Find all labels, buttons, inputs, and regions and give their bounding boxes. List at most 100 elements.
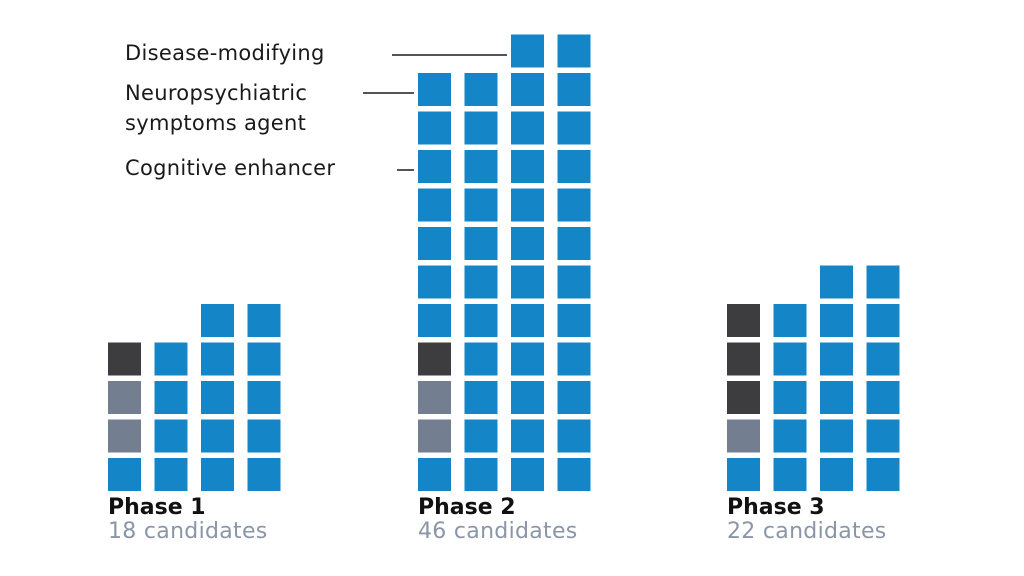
unit-square-disease-modifying xyxy=(866,419,900,453)
unit-square-disease-modifying xyxy=(247,342,281,376)
unit-square-disease-modifying xyxy=(557,188,591,222)
unit-square-disease-modifying xyxy=(773,381,807,414)
unit-square-disease-modifying xyxy=(464,458,498,491)
unit-square-disease-modifying xyxy=(464,111,498,145)
unit-square-disease-modifying xyxy=(820,304,853,337)
unit-square-disease-modifying xyxy=(727,458,760,491)
phase-2-title: Phase 2 xyxy=(418,495,516,520)
unit-square-disease-modifying xyxy=(511,419,544,453)
unit-square-disease-modifying xyxy=(464,419,498,453)
unit-square-disease-modifying xyxy=(154,381,188,414)
unit-square-disease-modifying xyxy=(201,419,234,453)
unit-square-disease-modifying xyxy=(464,265,498,299)
unit-square-disease-modifying xyxy=(418,265,451,299)
unit-square-disease-modifying xyxy=(511,381,544,414)
legend-label-disease-modifying: Disease-modifying xyxy=(125,41,325,65)
unit-square-disease-modifying xyxy=(773,458,807,491)
unit-square-disease-modifying xyxy=(511,34,544,68)
unit-square-disease-modifying xyxy=(773,419,807,453)
unit-square-disease-modifying xyxy=(201,381,234,414)
unit-square-neuropsychiatric xyxy=(108,342,141,376)
unit-square-disease-modifying xyxy=(418,227,451,260)
unit-square-disease-modifying xyxy=(464,150,498,183)
unit-square-disease-modifying xyxy=(557,458,591,491)
unit-square-neuropsychiatric xyxy=(727,342,760,376)
unit-square-disease-modifying xyxy=(201,342,234,376)
unit-square-disease-modifying xyxy=(866,265,900,299)
unit-square-disease-modifying xyxy=(154,458,188,491)
unit-square-disease-modifying xyxy=(418,304,451,337)
unit-square-disease-modifying xyxy=(557,150,591,183)
unit-square-cognitive-enhancer xyxy=(108,419,141,453)
unit-square-disease-modifying xyxy=(464,188,498,222)
unit-square-disease-modifying xyxy=(557,342,591,376)
unit-square-disease-modifying xyxy=(418,188,451,222)
phase-3-count: 22 candidates xyxy=(727,519,887,544)
unit-square-disease-modifying xyxy=(511,227,544,260)
unit-square-disease-modifying xyxy=(820,381,853,414)
legend-line-disease-modifying xyxy=(392,54,507,56)
unit-square-disease-modifying xyxy=(247,381,281,414)
unit-square-disease-modifying xyxy=(511,73,544,106)
unit-square-disease-modifying xyxy=(557,111,591,145)
unit-square-disease-modifying xyxy=(418,150,451,183)
unit-square-disease-modifying xyxy=(201,304,234,337)
unit-square-cognitive-enhancer xyxy=(727,419,760,453)
unit-square-disease-modifying xyxy=(866,342,900,376)
unit-square-disease-modifying xyxy=(820,458,853,491)
unit-square-disease-modifying xyxy=(773,304,807,337)
legend-label-cognitive-enhancer: Cognitive enhancer xyxy=(125,156,336,180)
unit-square-disease-modifying xyxy=(866,458,900,491)
phase-3-title: Phase 3 xyxy=(727,495,825,520)
unit-square-neuropsychiatric xyxy=(727,304,760,337)
unit-square-disease-modifying xyxy=(154,342,188,376)
unit-square-disease-modifying xyxy=(773,342,807,376)
unit-square-disease-modifying xyxy=(201,458,234,491)
unit-square-disease-modifying xyxy=(464,304,498,337)
unit-square-disease-modifying xyxy=(464,342,498,376)
unit-square-disease-modifying xyxy=(866,381,900,414)
unit-square-disease-modifying xyxy=(511,111,544,145)
unit-square-disease-modifying xyxy=(464,73,498,106)
unit-square-disease-modifying xyxy=(418,111,451,145)
unit-square-disease-modifying xyxy=(511,150,544,183)
unit-square-cognitive-enhancer xyxy=(418,381,451,414)
legend-line-neuropsychiatric xyxy=(363,92,414,94)
unit-square-disease-modifying xyxy=(511,304,544,337)
unit-square-disease-modifying xyxy=(557,265,591,299)
phase-1-count: 18 candidates xyxy=(108,519,268,544)
unit-square-disease-modifying xyxy=(557,304,591,337)
unit-square-disease-modifying xyxy=(557,34,591,68)
unit-square-disease-modifying xyxy=(247,458,281,491)
unit-square-disease-modifying xyxy=(511,188,544,222)
phase-1-title: Phase 1 xyxy=(108,495,206,520)
unit-square-disease-modifying xyxy=(247,304,281,337)
legend-line-cognitive-enhancer xyxy=(397,169,414,171)
unit-square-disease-modifying xyxy=(557,419,591,453)
unit-square-disease-modifying xyxy=(557,73,591,106)
unit-square-disease-modifying xyxy=(464,227,498,260)
unit-square-disease-modifying xyxy=(557,227,591,260)
unit-square-disease-modifying xyxy=(511,265,544,299)
unit-square-disease-modifying xyxy=(820,419,853,453)
unit-square-neuropsychiatric xyxy=(418,342,451,376)
legend-label-neuropsychiatric-line2: symptoms agent xyxy=(125,111,307,135)
unit-square-disease-modifying xyxy=(108,458,141,491)
legend-label-neuropsychiatric-line1: Neuropsychiatric xyxy=(125,81,308,105)
unit-square-disease-modifying xyxy=(418,73,451,106)
unit-square-disease-modifying xyxy=(820,342,853,376)
unit-square-disease-modifying xyxy=(511,458,544,491)
unit-square-cognitive-enhancer xyxy=(418,419,451,453)
unit-square-disease-modifying xyxy=(464,381,498,414)
unit-square-disease-modifying xyxy=(247,419,281,453)
unit-square-disease-modifying xyxy=(418,458,451,491)
unit-square-disease-modifying xyxy=(866,304,900,337)
unit-square-disease-modifying xyxy=(511,342,544,376)
unit-square-disease-modifying xyxy=(557,381,591,414)
phase-2-count: 46 candidates xyxy=(418,519,578,544)
unit-square-disease-modifying xyxy=(820,265,853,299)
unit-square-cognitive-enhancer xyxy=(108,381,141,414)
unit-square-neuropsychiatric xyxy=(727,381,760,414)
unit-square-disease-modifying xyxy=(154,419,188,453)
